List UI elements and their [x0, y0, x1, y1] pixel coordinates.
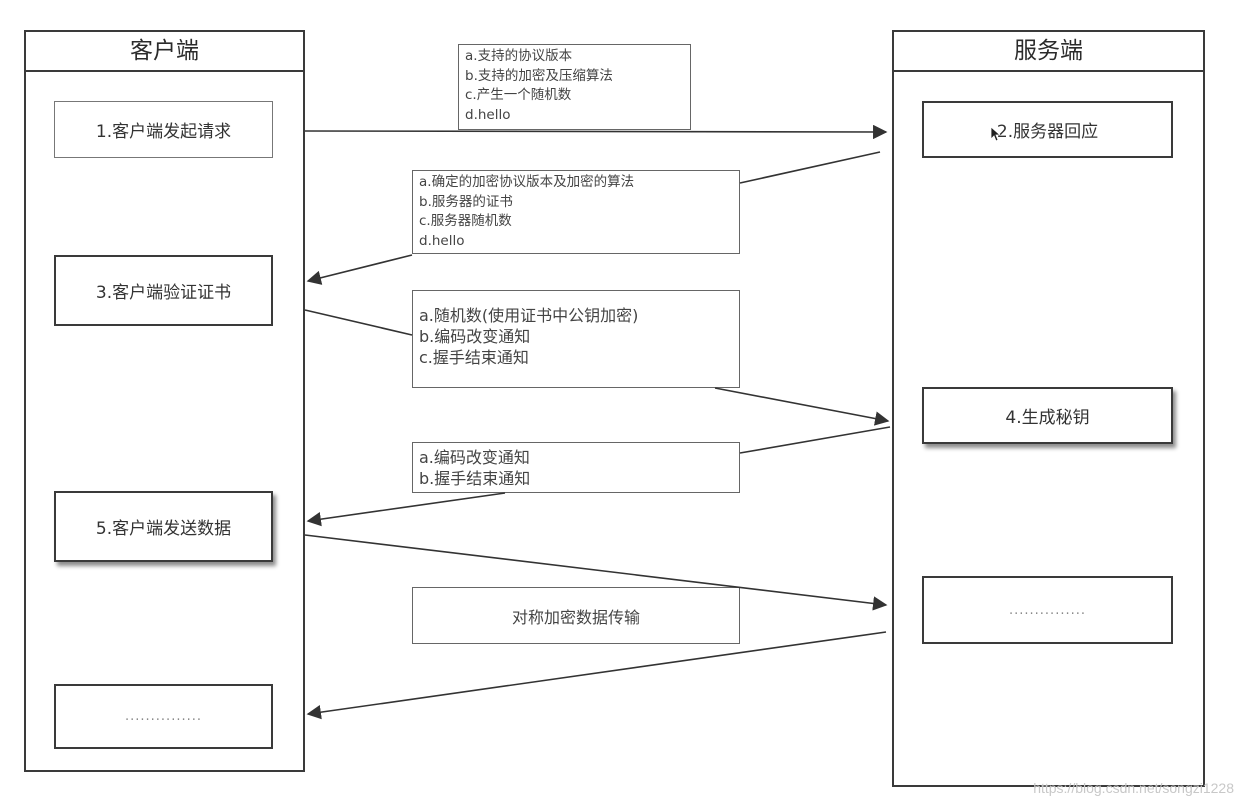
step-client-verify-label: 3.客户端验证证书 [95, 283, 232, 303]
note-client-key: a.随机数(使用证书中公钥加密) b.编码改变通知 c.握手结束通知 [412, 290, 740, 388]
step-server-more: ............... [922, 576, 1173, 644]
note-line: b.握手结束通知 [419, 469, 531, 488]
note-line: a.支持的协议版本 [465, 48, 573, 64]
arrow-data-to-server [304, 534, 888, 611]
step-client-more-label: ............... [125, 709, 202, 724]
step-client-send: 5.客户端发送数据 [54, 491, 273, 562]
step-generate-key-label: 4.生成秘钥 [1005, 408, 1090, 428]
client-lane-title: 客户端 [26, 32, 303, 72]
note-data-transfer: 对称加密数据传输 [412, 587, 740, 644]
note-line: c.握手结束通知 [419, 348, 529, 367]
note-line: b.编码改变通知 [419, 327, 531, 346]
note-line: c.服务器随机数 [419, 213, 512, 229]
arrow-server-hello-seg2 [306, 254, 413, 285]
note-line: d.hello [465, 106, 511, 123]
note-line: a.编码改变通知 [419, 448, 530, 467]
note-data-transfer-label: 对称加密数据传输 [511, 607, 640, 627]
arrow-client-hello [304, 124, 888, 140]
note-line: c.产生一个随机数 [465, 87, 572, 103]
mouse-cursor-icon [990, 126, 1002, 142]
note-line: a.随机数(使用证书中公钥加密) [419, 306, 639, 325]
step-server-respond: 2.服务器回应 [922, 101, 1173, 158]
arrow-server-finish-seg1 [739, 426, 891, 454]
step-server-more-label: ............... [1009, 602, 1086, 618]
note-line: b.支持的加密及压缩算法 [465, 67, 613, 84]
step-client-send-label: 5.客户端发送数据 [95, 519, 232, 539]
note-line: d.hello [419, 232, 465, 249]
arrow-server-hello-seg1 [739, 151, 881, 184]
arrow-data-to-client [306, 631, 887, 720]
step-generate-key: 4.生成秘钥 [922, 387, 1173, 444]
note-server-finish: a.编码改变通知 b.握手结束通知 [412, 442, 740, 493]
arrow-client-key-seg2 [714, 387, 890, 426]
note-line: b.服务器的证书 [419, 193, 513, 210]
server-lane-title: 服务端 [894, 32, 1203, 72]
step-client-request-label: 1.客户端发起请求 [95, 122, 232, 142]
step-client-verify: 3.客户端验证证书 [54, 255, 273, 326]
step-client-request: 1.客户端发起请求 [54, 101, 273, 158]
note-server-hello: a.确定的加密协议版本及加密的算法 b.服务器的证书 c.服务器随机数 d.he… [412, 170, 740, 254]
note-client-hello: a.支持的协议版本 b.支持的加密及压缩算法 c.产生一个随机数 d.hello [458, 44, 691, 130]
arrow-server-finish-seg2 [306, 492, 506, 527]
step-client-more: ............... [54, 684, 273, 749]
note-line: a.确定的加密协议版本及加密的算法 [419, 174, 635, 190]
watermark: https://blog.csdn.net/songzi1228 [1033, 780, 1234, 796]
arrow-client-key-seg1 [304, 309, 413, 336]
step-server-respond-label: 2.服务器回应 [996, 122, 1099, 142]
